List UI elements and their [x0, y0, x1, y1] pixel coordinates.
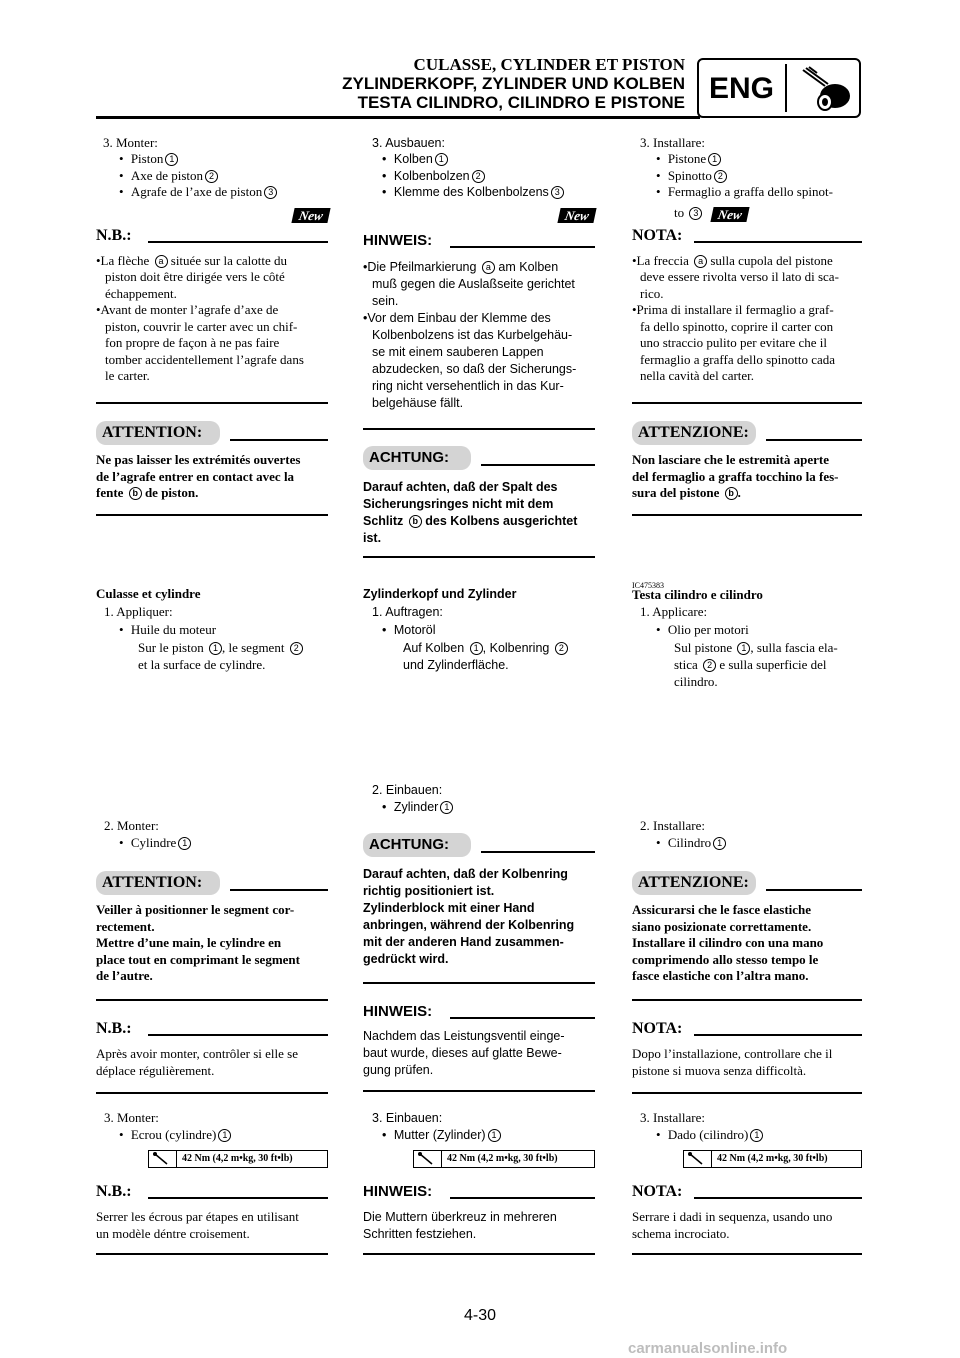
torque-spec: 42 Nm (4,2 m•kg, 30 ft•lb)	[683, 1150, 862, 1168]
torque-spec: 42 Nm (4,2 m•kg, 30 ft•lb)	[148, 1150, 328, 1168]
header-title-it: TESTA CILINDRO, CILINDRO E PISTONE	[357, 93, 685, 112]
fr-step3-label: 3. Monter:	[103, 135, 158, 150]
torque-spec: 42 Nm (4,2 m•kg, 30 ft•lb)	[413, 1150, 595, 1168]
list-item: • Olio per motori	[656, 622, 749, 637]
fr-nb2-title: N.B.:	[96, 1020, 132, 1037]
fr-attention1-title: ATTENTION:	[96, 421, 220, 445]
it-attenzione2-title: ATTENZIONE:	[632, 871, 756, 895]
fr-nb3-title: N.B.:	[96, 1183, 132, 1200]
de-achtung1-title: ACHTUNG:	[363, 446, 471, 470]
list-item: • Dado (cilindro)1	[656, 1127, 764, 1143]
it-nb3-title: NOTA:	[632, 1183, 683, 1200]
engine-piston-icon	[802, 66, 850, 111]
de-nb1-title: HINWEIS:	[363, 232, 433, 249]
it-code: IC475383	[632, 581, 664, 590]
torque-wrench-icon	[149, 1151, 177, 1167]
list-item: • Fermaglio a graffa dello spinot-	[656, 184, 833, 199]
it-nb2-title: NOTA:	[632, 1020, 683, 1037]
torque-wrench-icon	[414, 1151, 442, 1167]
list-item: • Mutter (Zylinder)1	[382, 1127, 501, 1143]
de-achtung2-title: ACHTUNG:	[363, 833, 471, 857]
new-badge: New	[557, 208, 597, 223]
de-step3-label: 3. Ausbauen:	[372, 136, 445, 150]
it-section-heading: Testa cilindro e cilindro	[632, 587, 763, 602]
header-title-fr: CULASSE, CYLINDER ET PISTON	[413, 55, 685, 74]
it-step3-label: 3. Installare:	[640, 135, 705, 150]
header-title-de: ZYLINDERKOPF, ZYLINDER UND KOLBEN	[342, 74, 685, 93]
de-nb2-title: HINWEIS:	[363, 1003, 433, 1020]
list-item: • Motoröl	[382, 623, 436, 637]
it-attenzione1-title: ATTENZIONE:	[632, 421, 756, 445]
fr-nb1-title: N.B.:	[96, 227, 132, 244]
torque-wrench-icon	[684, 1151, 712, 1167]
footer-watermark[interactable]: carmanualsonline.info	[628, 1340, 788, 1357]
it-nb1-title: NOTA:	[632, 227, 683, 244]
de-section-heading: Zylinderkopf und Zylinder	[363, 587, 517, 601]
new-badge: New	[291, 208, 331, 223]
fr-section-heading: Culasse et cylindre	[96, 586, 201, 601]
page-number: 4-30	[464, 1307, 497, 1324]
header-rule	[96, 116, 700, 119]
list-item: • Huile du moteur	[119, 622, 217, 637]
section-tab: ENG	[697, 58, 861, 118]
new-badge: New	[710, 207, 750, 222]
section-label: ENG	[709, 72, 775, 105]
fr-attention2-title: ATTENTION:	[96, 871, 220, 895]
list-item: • Ecrou (cylindre)1	[119, 1127, 232, 1143]
de-nb3-title: HINWEIS:	[363, 1183, 433, 1200]
